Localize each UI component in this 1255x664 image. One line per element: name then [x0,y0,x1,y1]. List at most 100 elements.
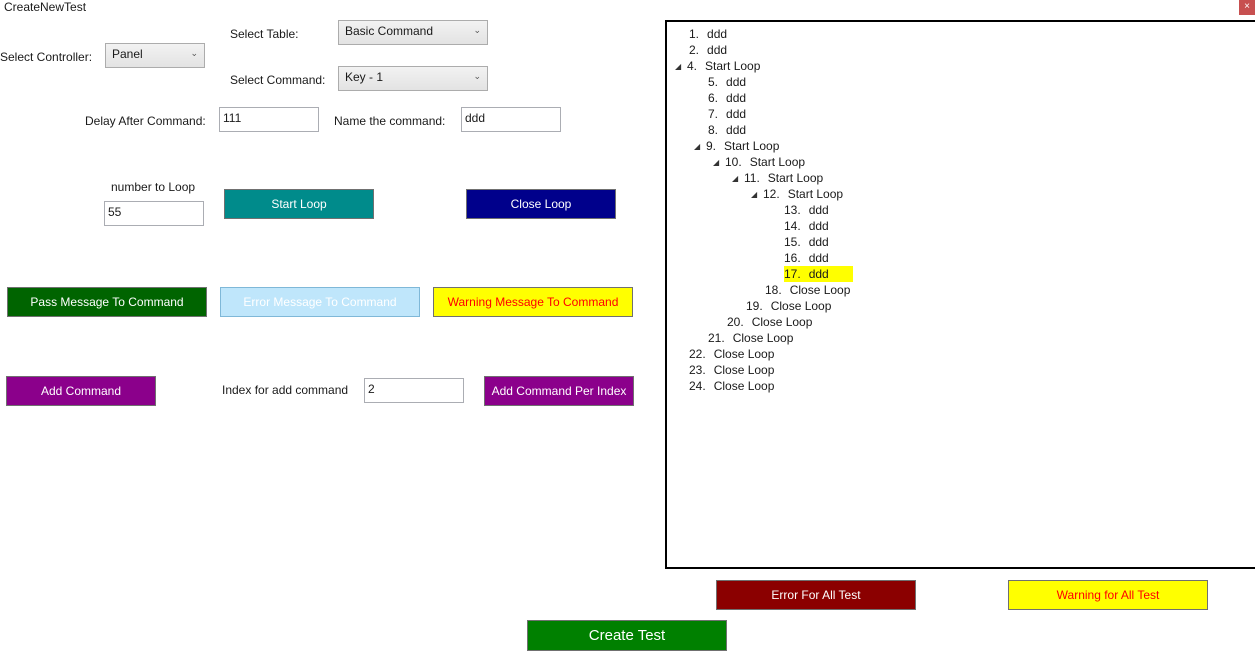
tree-item-label: ddd [726,91,747,105]
tree-item-label: ddd [707,27,728,41]
tree-item[interactable]: ◢ 12. Start Loop [751,186,843,202]
tree-item-number: 5. [708,75,719,89]
close-icon[interactable]: × [1239,0,1255,15]
select-command-label: Select Command: [230,73,326,87]
command-select[interactable]: Key - 1 ⌄ [338,66,488,91]
tree-item-number: 20. [727,315,744,329]
delay-input[interactable]: 111 [219,107,319,132]
tree-item-label: ddd [808,235,829,249]
tree-item-number: 22. [689,347,706,361]
tree-item-number: 18. [765,283,782,297]
tree-item-label: ddd [808,219,829,233]
index-input[interactable]: 2 [364,378,464,403]
tree-item-label: ddd [707,43,728,57]
tree-item-number: 13. [784,203,801,217]
tree-item[interactable]: 2. ddd [689,42,727,58]
tree-item-label: ddd [808,267,829,281]
delay-label: Delay After Command: [85,114,206,128]
tree-expander-icon[interactable]: ◢ [694,142,701,151]
tree-item[interactable]: ◢10.Start Loop [713,154,805,170]
tree-item-label: Close Loop [713,363,775,377]
tree-expander-icon[interactable]: ◢ [713,158,720,167]
tree-item[interactable]: 15.ddd [784,234,829,250]
chevron-down-icon: ⌄ [473,71,481,81]
tree-item-number: 1. [689,27,700,41]
create-test-button[interactable]: Create Test [527,620,727,651]
tree-item-number: 12. [763,187,780,201]
tree-item[interactable]: ◢ 11. Start Loop [732,170,823,186]
tree-item-number: 14. [784,219,801,233]
warning-for-all-test-button[interactable]: Warning for All Test [1008,580,1208,610]
tree-item[interactable]: 18. Close Loop [765,282,850,298]
tree-item-number: 23. [689,363,706,377]
tree-item[interactable]: 23. Close Loop [689,362,774,378]
tree-item-number: 4. [687,59,698,73]
tree-item[interactable]: 7. ddd [708,106,746,122]
tree-item-label: ddd [808,203,829,217]
tree-item-number: 21. [708,331,725,345]
tree-item-label: ddd [808,251,829,265]
tree-expander-icon[interactable]: ◢ [732,174,739,183]
tree-item-label: Close Loop [713,347,775,361]
tree-item[interactable]: 8.ddd [708,122,746,138]
tree-item[interactable]: 19.Close Loop [746,298,831,314]
tree-item-label: ddd [726,107,747,121]
add-command-per-index-button[interactable]: Add Command Per Index [484,376,634,406]
index-label: Index for add command [222,383,349,397]
tree-item-label: Start Loop [767,171,824,185]
tree-item-number: 6. [708,91,719,105]
select-table-label: Select Table: [230,27,299,41]
tree-item-number: 8. [708,123,719,137]
pass-message-button[interactable]: Pass Message To Command [7,287,207,317]
tree-item[interactable]: 14. ddd [784,218,829,234]
tree-item-number: 16. [784,251,801,265]
tree-item-number: 24. [689,379,706,393]
tree-item-label: Start Loop [724,139,780,153]
start-loop-button[interactable]: Start Loop [224,189,374,219]
tree-item[interactable]: 5. ddd [708,74,746,90]
tree-item[interactable]: 17. ddd [784,266,853,282]
command-select-value: Key - 1 [345,70,384,84]
loop-count-label: number to Loop [111,180,196,194]
error-message-button[interactable]: Error Message To Command [220,287,420,317]
close-loop-button[interactable]: Close Loop [466,189,616,219]
tree-item-label: ddd [726,75,747,89]
command-name-input[interactable]: ddd [461,107,561,132]
tree-item-number: 11. [744,171,760,185]
tree-item[interactable]: 16. ddd [784,250,829,266]
tree-item-number: 9. [706,139,717,153]
tree-item-number: 2. [689,43,700,57]
select-controller-label: Select Controller: [0,50,93,64]
tree-expander-icon[interactable]: ◢ [675,62,682,71]
controller-select-value: Panel [112,47,143,61]
tree-item-label: Start Loop [705,59,761,73]
loop-count-input[interactable]: 55 [104,201,204,226]
tree-item[interactable]: 22. Close Loop [689,346,774,362]
tree-item-label: Start Loop [787,187,844,201]
tree-item-label: Close Loop [751,315,813,329]
tree-item[interactable]: 6. ddd [708,90,746,106]
tree-item-label: Close Loop [713,379,775,393]
tree-item-number: 19. [746,299,763,313]
chevron-down-icon: ⌄ [190,48,198,58]
add-command-button[interactable]: Add Command [6,376,156,406]
tree-item[interactable]: 24. Close Loop [689,378,774,394]
table-select-value: Basic Command [345,24,434,38]
tree-item[interactable]: 13. ddd [784,202,829,218]
tree-expander-icon[interactable]: ◢ [751,190,758,199]
tree-item-number: 17. [784,267,801,281]
tree-item-label: Start Loop [749,155,806,169]
tree-item[interactable]: ◢ 9. Start Loop [694,138,779,154]
tree-item-label: Close Loop [789,283,851,297]
tree-item[interactable]: 21. Close Loop [708,330,793,346]
tree-item[interactable]: 1. ddd [689,26,727,42]
tree-item-number: 7. [708,107,719,121]
controller-select[interactable]: Panel ⌄ [105,43,205,68]
table-select[interactable]: Basic Command ⌄ [338,20,488,45]
warning-message-button[interactable]: Warning Message To Command [433,287,633,317]
tree-item[interactable]: 20. Close Loop [727,314,812,330]
error-for-all-test-button[interactable]: Error For All Test [716,580,916,610]
tree-item-label: Close Loop [732,331,794,345]
tree-item[interactable]: ◢ 4. Start Loop [675,58,760,74]
